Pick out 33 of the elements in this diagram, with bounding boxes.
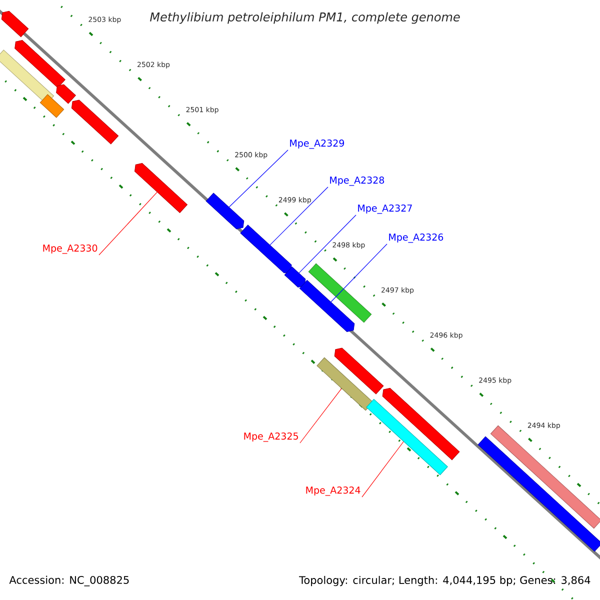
gene-feature: [56, 84, 76, 104]
gene-label: Mpe_A2329: [290, 140, 344, 149]
gene-feature: [299, 280, 355, 332]
gene-label: Mpe_A2328: [330, 176, 384, 186]
gene-feature: [240, 224, 292, 274]
gene-feature: [382, 388, 460, 460]
gene-feature: [316, 357, 374, 411]
gene-feature: [284, 266, 306, 288]
gene-label: Mpe_A2330: [43, 244, 98, 254]
gene-label: Mpe_A2325: [244, 432, 298, 442]
gene-feature: [40, 94, 64, 118]
gene-label: Mpe_A2326: [389, 234, 444, 243]
gene-feature: [206, 192, 244, 230]
gene-label: Mpe_A2327: [358, 204, 412, 214]
footer-text: Topology: circular; Length: 4,044,195 bp; Genes: 3,864: [299, 576, 590, 586]
leader-line: [330, 244, 388, 302]
gene-feature: [71, 100, 119, 144]
leader-line: [228, 150, 288, 208]
leader-line: [270, 186, 328, 246]
gene-feature: [1, 10, 29, 38]
gene-feature: [478, 436, 600, 552]
footer-text: Accession: NC_008825: [9, 576, 129, 586]
gene-feature: [134, 163, 188, 213]
gene-feature: [366, 398, 448, 476]
title: Methylibium petroleiphilum PM1, complete genome: [150, 12, 460, 24]
leader-line: [362, 441, 404, 498]
leader-line: [298, 214, 356, 274]
gene-feature: [308, 263, 372, 323]
gene-feature: [14, 40, 66, 88]
leader-line: [98, 192, 158, 256]
gene-label: Mpe_A2324: [306, 486, 360, 496]
gene-feature: [334, 348, 384, 394]
leader-line: [300, 388, 342, 444]
